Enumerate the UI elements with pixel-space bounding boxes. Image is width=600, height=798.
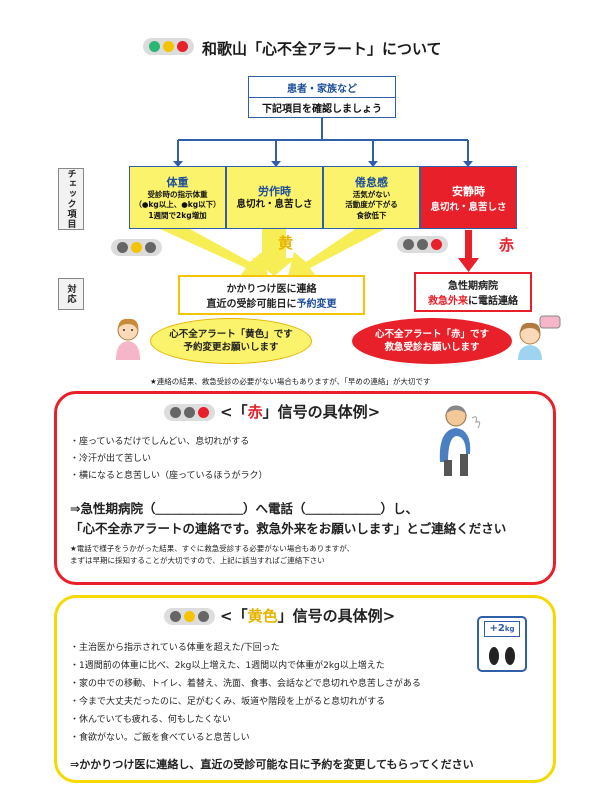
red-panel-signal-icon	[164, 404, 215, 421]
yellow-item-1: ・主治医から指示されている体重を超えた/下回った	[70, 643, 280, 653]
red-signal-icon	[397, 236, 448, 253]
yellow-panel-title: <「黄色」信号の具体例>	[220, 607, 396, 625]
check-fatigue: 倦怠感 活気がない 活動度が下がる 食欲低下	[323, 166, 420, 229]
scale-reading: +2	[489, 623, 505, 634]
scale-unit: kg	[504, 625, 515, 633]
response-tag: 対応	[58, 278, 84, 310]
yellow-panel-signal-icon	[164, 608, 215, 625]
red-note-1: ★電話で様子をうかがった結果、すぐに救急受診する必要がない場合もありますが、	[70, 544, 355, 553]
flow-connectors	[160, 118, 479, 276]
traffic-light-icon	[143, 38, 194, 55]
weight-scale-icon: +2kg	[477, 616, 527, 672]
page-title: 和歌山「心不全アラート」について	[202, 40, 442, 58]
red-call-instruction: ⇒急性期病院（＿＿＿＿＿＿＿）へ電話（＿＿＿＿＿＿）し、	[70, 501, 418, 516]
yellow-signal-icon	[111, 239, 162, 256]
red-examples-panel	[54, 391, 556, 585]
red-item-2: ・冷汗が出て苦しい	[70, 454, 152, 464]
check-weight-title: 体重	[166, 176, 189, 190]
yellow-action-box: かかりつけ医に連絡 直近の受診可能日に予約変更	[178, 275, 365, 315]
patient-family-box: 患者・家族など 下記項目を確認しましょう	[248, 76, 396, 118]
yellow-speech-bubble: 心不全アラート「黄色」です 予約変更お願いします	[150, 318, 312, 364]
reservation-change-text: 予約変更	[296, 299, 337, 310]
yellow-item-3: ・家の中での移動、トイレ、着替え、洗面、食事、会話などで息切れや息苦しさがある	[70, 679, 421, 689]
woman-illustration	[116, 318, 140, 360]
red-call-script: 「心不全赤アラートの連絡です。救急外来をお願いします」とご連絡ください	[70, 521, 507, 536]
yellow-examples-panel	[54, 595, 556, 783]
confirm-items-label: 下記項目を確認しましょう	[262, 103, 382, 115]
yellow-item-4: ・今まで大丈夫だったのに、足がむくみ、坂道や階段を上がると息切れがする	[70, 697, 386, 707]
red-note-2: まずは早期に採知することが大切ですので、上記に該当すればご連絡下さい	[70, 556, 325, 565]
check-items-tag: チェック項目	[58, 168, 84, 230]
yellow-signal-label: 黄	[278, 234, 294, 252]
red-item-1: ・座っているだけでしんどい、息切れがする	[70, 437, 250, 447]
red-speech-bubble: 心不全アラート「赤」です 救急受診お願いします	[352, 318, 512, 364]
woman-phone-illustration	[518, 315, 561, 360]
check-exertion-title: 労作時	[258, 185, 291, 199]
footnote: ★連絡の結果、救急受診の必要がない場合もありますが、「早めの連絡」が大切です	[150, 377, 431, 386]
check-weight: 体重 受診時の指示体重 （●kg以上、●kg以下） 1週間で2kg増加	[129, 166, 226, 229]
check-exertion: 労作時 息切れ・息苦しさ	[226, 166, 323, 229]
yellow-item-5: ・休んでいても疲れる、何もしたくない	[70, 715, 231, 725]
yellow-item-2: ・1週間前の体重に比べ、2kg以上増えた、1週間以内で体重が2kg以上増えた	[70, 661, 385, 671]
red-signal-label: 赤	[499, 236, 515, 254]
sick-man-illustration	[439, 405, 481, 476]
check-rest: 安静時 息切れ・息苦しさ	[420, 166, 517, 229]
check-rest-title: 安静時	[452, 184, 485, 198]
patient-family-label: 患者・家族など	[249, 80, 395, 98]
emergency-outpatient-text: 救急外来	[428, 296, 468, 307]
yellow-bottom-instruction: ⇒かかりつけ医に連絡し、直近の受診可能な日に予約を変更してもらってください	[70, 758, 474, 771]
check-fatigue-title: 倦怠感	[355, 176, 388, 190]
red-item-3: ・横になると息苦しい（座っているほうがラク）	[70, 471, 268, 481]
red-action-box: 急性期病院 救急外来に電話連絡	[414, 272, 532, 312]
yellow-item-6: ・食欲がない。ご飯を食べていると息苦しい	[70, 733, 250, 743]
red-panel-title: <「赤」信号の具体例>	[220, 403, 381, 421]
